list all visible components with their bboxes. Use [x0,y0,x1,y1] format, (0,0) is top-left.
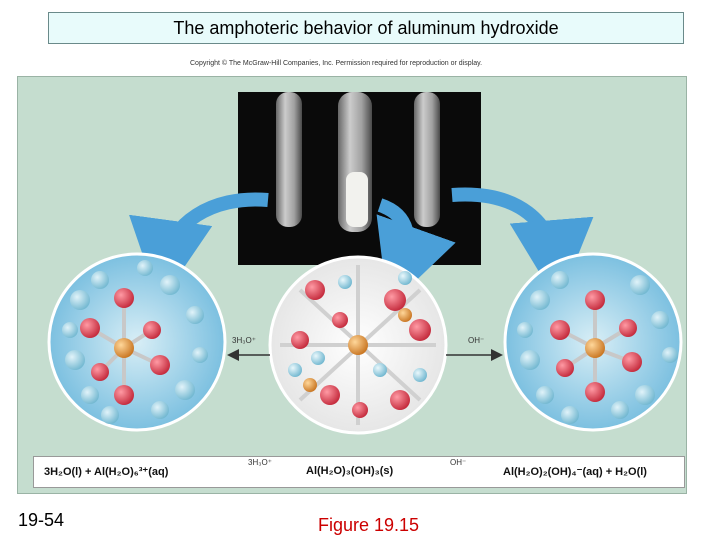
left-solution-circle [49,254,225,430]
left-curved-arrow [165,199,268,262]
eq-left-reagent: 3H₃O⁺ [248,458,272,467]
eq-right-reagent: OH⁻ [450,458,466,467]
label-left-reagent: 3H₃O⁺ [232,336,256,345]
figure-caption: Figure 19.15 [318,515,419,536]
equation-left: 3H₂O(l) + Al(H₂O)₆³⁺(aq) [44,465,168,478]
middle-curved-arrow [380,205,407,268]
slide-number: 19-54 [18,510,64,531]
middle-solid-circle [270,257,446,433]
right-solution-circle [505,254,681,430]
equation-middle: Al(H₂O)₃(OH)₃(s) [306,465,393,477]
label-right-reagent: OH⁻ [468,336,484,345]
right-curved-arrow [452,195,555,262]
equation-right: Al(H₂O)₂(OH)₄⁻(aq) + H₂O(l) [503,465,647,478]
